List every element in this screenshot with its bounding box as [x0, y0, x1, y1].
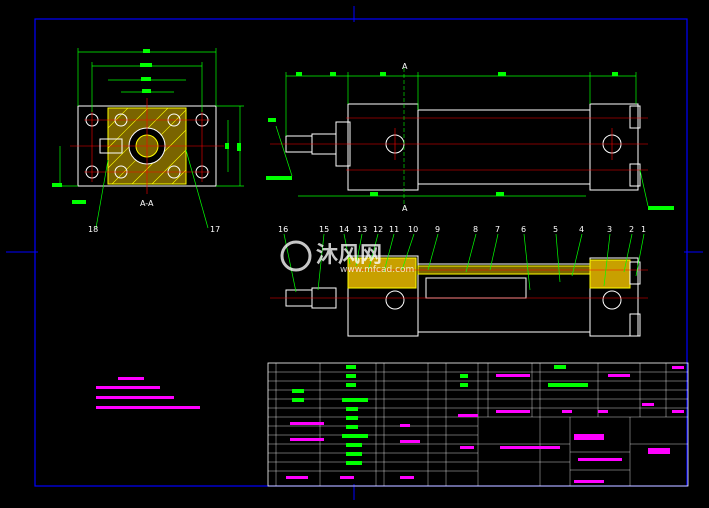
callout-7: 7 — [495, 225, 500, 234]
callout-18: 18 — [88, 225, 98, 234]
leaders-top — [283, 233, 645, 293]
callout-6: 6 — [521, 225, 526, 234]
dimensions-side — [275, 72, 649, 207]
callout-2: 2 — [629, 225, 634, 234]
callout-10: 10 — [408, 225, 418, 234]
callout-12: 12 — [373, 225, 383, 234]
callout-16: 16 — [278, 225, 288, 234]
callout-11: 11 — [389, 225, 399, 234]
port-fitting — [99, 138, 123, 154]
callout-8: 8 — [473, 225, 478, 234]
watermark: 沐风网 www.mfcad.com — [280, 240, 414, 275]
watermark-logo-icon — [280, 240, 312, 272]
half-section-view: 16 15 14 13 12 11 10 9 8 7 6 5 4 3 2 1 — [270, 225, 648, 337]
callout-14: 14 — [339, 225, 349, 234]
callout-4: 4 — [579, 225, 584, 234]
port-boss-rear-sec — [602, 290, 622, 310]
rear-cap-section-fill — [589, 259, 631, 289]
callout-9: 9 — [435, 225, 440, 234]
port-boss-front-sec — [385, 290, 405, 310]
callout-1: 1 — [641, 225, 646, 234]
callout-5: 5 — [553, 225, 558, 234]
centerlines-side — [270, 117, 648, 171]
rear-cap — [589, 103, 639, 191]
callout-15: 15 — [319, 225, 329, 234]
section-marker-top: A — [402, 62, 408, 71]
rear-nut-bottom-sec — [629, 313, 641, 337]
callout-13: 13 — [357, 225, 367, 234]
title-block — [267, 362, 689, 487]
section-marker-bottom: A — [402, 204, 408, 213]
barrel — [417, 109, 591, 185]
centerlines-a-a — [70, 98, 224, 194]
watermark-brand: 沐风网 — [316, 243, 382, 268]
dimension-values-a-a — [52, 49, 241, 204]
rear-nut-top — [629, 105, 641, 129]
parts-list-grid — [268, 363, 688, 486]
callout-17: 17 — [210, 225, 220, 234]
piston-rod-sec — [425, 277, 527, 299]
watermark-url: www.mfcad.com — [340, 265, 414, 275]
section-view-a-a: A-A 18 17 — [52, 48, 244, 234]
front-flange — [347, 103, 419, 191]
leaders-a-a — [95, 149, 209, 229]
parts-list-marks — [292, 365, 588, 465]
rear-cap-sec — [589, 257, 639, 337]
rear-nut-bottom — [629, 163, 641, 187]
technical-notes — [96, 377, 200, 409]
callout-3: 3 — [607, 225, 612, 234]
side-view: A A — [266, 62, 674, 213]
dimension-values-side — [266, 72, 674, 210]
rear-nut-top-sec — [629, 261, 641, 285]
title-block-text — [286, 366, 684, 483]
section-label: A-A — [140, 199, 154, 208]
